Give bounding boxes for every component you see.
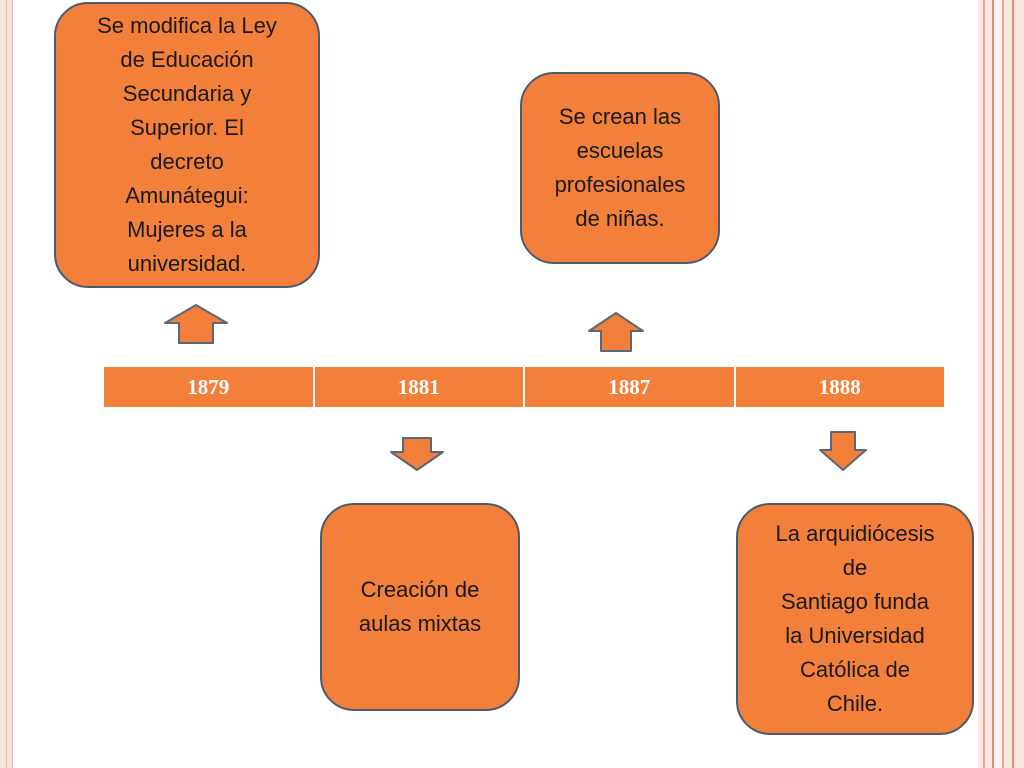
timeline-bar: 1879 1881 1887 1888 [104,367,944,407]
year-cell-1888: 1888 [735,367,944,407]
year-cell-1887: 1887 [525,367,734,407]
event-box-1881: Creación de aulas mixtas [320,503,520,711]
event-box-1888: La arquidiócesis de Santiago funda la Un… [736,503,974,735]
left-decorative-border [0,0,13,768]
year-cell-1879: 1879 [104,367,313,407]
year-cell-1881: 1881 [314,367,523,407]
event-box-1879: Se modifica la Ley de Educación Secundar… [54,2,320,288]
arrow-down-icon [389,436,445,472]
arrow-down-icon [818,430,868,472]
event-box-1887: Se crean las escuelas profesionales de n… [520,72,720,264]
arrow-up-icon [587,311,645,353]
arrow-up-icon [163,303,229,345]
right-decorative-stripes [978,0,1024,768]
